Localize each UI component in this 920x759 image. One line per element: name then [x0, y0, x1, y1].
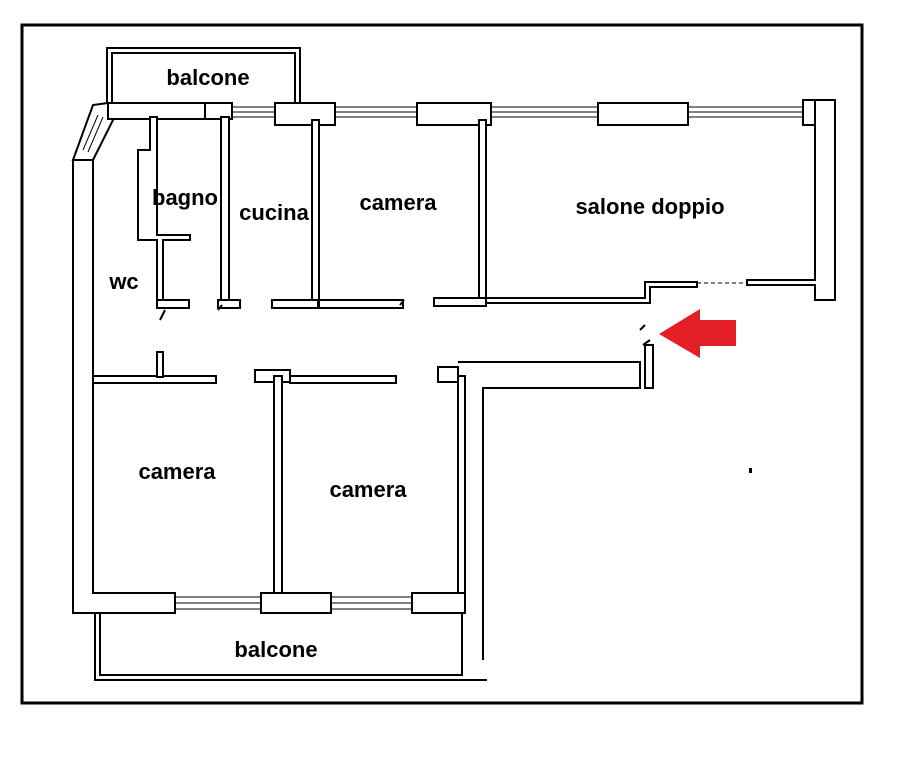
entrance-arrow-icon: [659, 309, 736, 358]
label-wc: wc: [108, 269, 138, 294]
balcony-top: [106, 47, 301, 103]
label-balcone-bottom: balcone: [234, 637, 317, 662]
label-balcone-top: balcone: [166, 65, 249, 90]
label-bagno: bagno: [152, 185, 218, 210]
plan-frame: [20, 23, 864, 705]
balcony-bottom: [94, 613, 487, 681]
label-cucina: cucina: [239, 200, 309, 225]
label-salone-doppio: salone doppio: [575, 194, 724, 219]
interior-walls-lower: [175, 375, 466, 614]
corridor-walls: [92, 324, 752, 660]
label-camera-bottom-mid: camera: [329, 477, 407, 502]
outer-walls: [71, 99, 836, 614]
label-camera-top: camera: [359, 190, 437, 215]
interior-walls-upper: [137, 116, 487, 321]
label-camera-bottom-left: camera: [138, 459, 216, 484]
marker-dot: [749, 468, 752, 473]
